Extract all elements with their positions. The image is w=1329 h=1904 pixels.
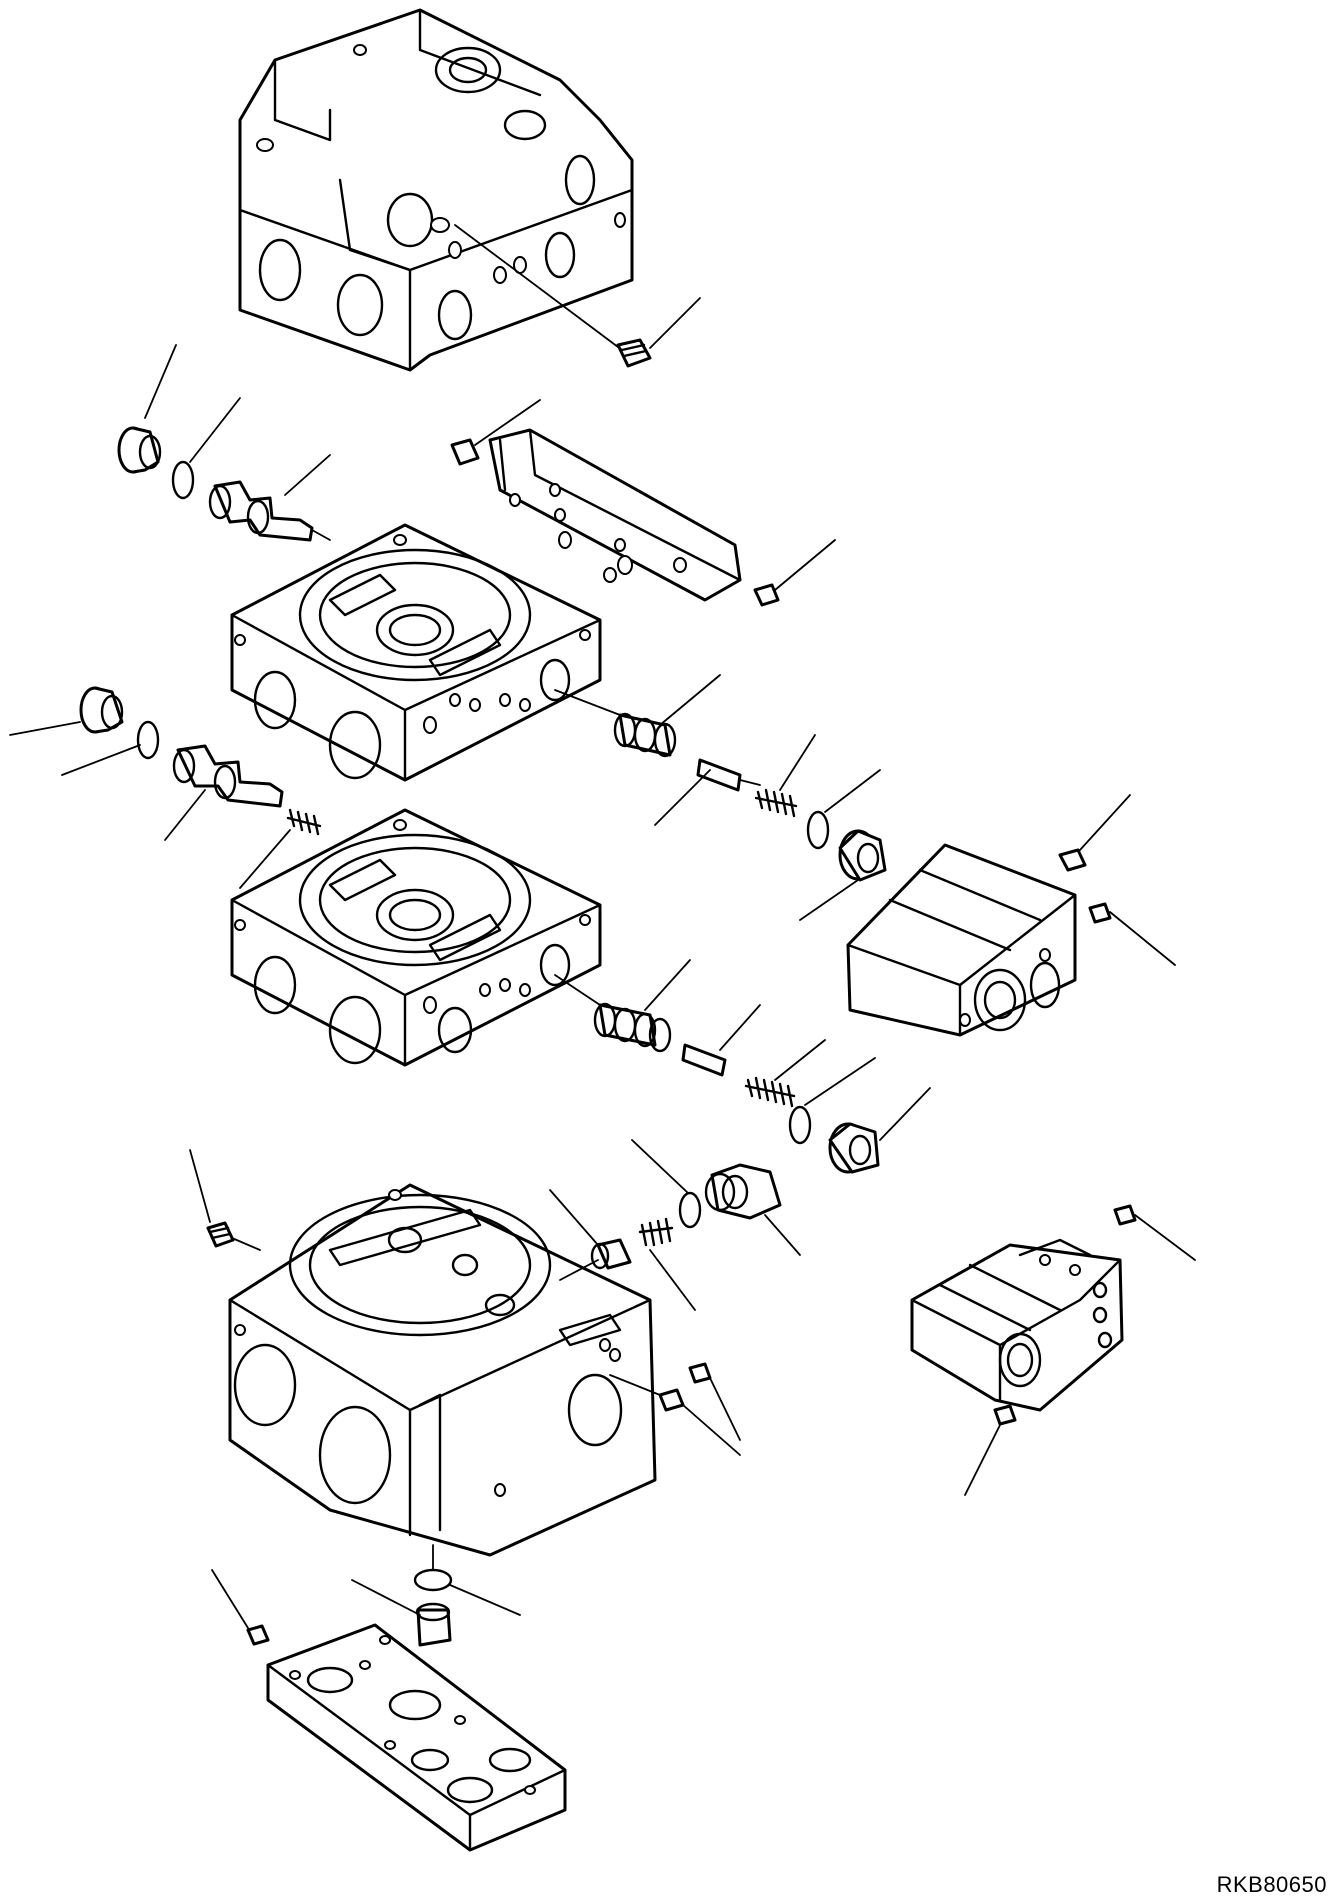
o-ring-right-1 xyxy=(806,769,881,850)
plug-screw-plate xyxy=(211,1569,270,1646)
top-valve-housing xyxy=(238,8,634,372)
spring-1-right xyxy=(754,734,816,818)
o-ring-2 xyxy=(61,720,160,776)
o-ring-right-2 xyxy=(788,1057,876,1145)
plug-screw-solenoid-1-side xyxy=(1088,902,1176,966)
bottom-valve-housing xyxy=(228,1183,657,1557)
plug-cap-2 xyxy=(9,686,124,736)
spring-left-2 xyxy=(239,808,322,889)
plug-screw-bottom-left xyxy=(189,1149,261,1251)
plug-screw-solenoid-2-top xyxy=(1113,1204,1196,1261)
check-valve-plug xyxy=(704,1163,801,1256)
plug-cap-right-1 xyxy=(799,829,887,921)
plug-cap-right-2 xyxy=(828,1087,931,1174)
valve-section-2 xyxy=(230,808,602,1067)
plug-screw-solenoid-2-bottom xyxy=(964,1404,1017,1496)
o-ring-bottom xyxy=(413,1544,521,1616)
check-valve-spring xyxy=(638,1217,696,1311)
check-valve-o-ring xyxy=(631,1139,702,1229)
spring-2-right xyxy=(744,1039,826,1108)
plug-screw-solenoid-1-top xyxy=(1058,794,1131,872)
spool-2-right xyxy=(554,959,691,1053)
valve-section-1 xyxy=(230,523,602,782)
solenoid-valve-2 xyxy=(910,1238,1124,1412)
bottom-cover-plate xyxy=(266,1623,567,1852)
plug-screw-manifold-left xyxy=(450,399,541,466)
pin-1-right xyxy=(654,758,761,826)
plug-screw-manifold-right xyxy=(753,539,836,607)
pin-2-right xyxy=(681,1004,761,1077)
drawing-reference-code: RKB80650 xyxy=(1216,1872,1327,1897)
plug-screws-bottom-right xyxy=(609,1362,741,1456)
spool-1-right xyxy=(554,674,721,758)
plug-cap-1 xyxy=(117,344,177,474)
plug-bottom xyxy=(351,1579,452,1647)
check-valve-pin xyxy=(549,1189,632,1281)
solenoid-manifold-block xyxy=(488,428,742,602)
spool-piston-2 xyxy=(164,744,284,841)
spool-piston-1 xyxy=(208,454,331,542)
o-ring-1 xyxy=(171,397,241,500)
solenoid-valve-1 xyxy=(846,843,1077,1037)
plug-screw-top xyxy=(454,224,701,368)
